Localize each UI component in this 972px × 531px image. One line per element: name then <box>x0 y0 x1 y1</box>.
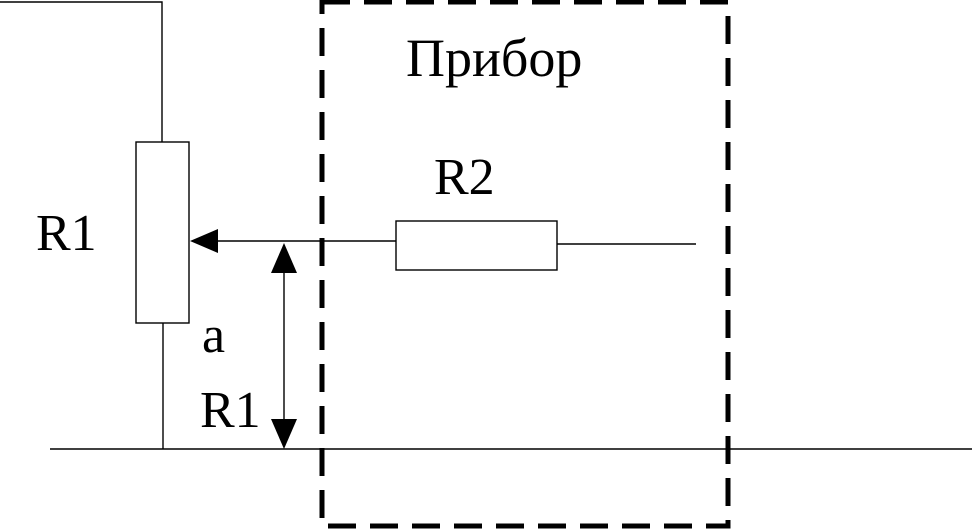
r2-resistor <box>395 220 558 271</box>
a-label: a <box>202 307 225 364</box>
a-r1-label: R1 <box>200 382 261 439</box>
r2-label: R2 <box>434 149 495 206</box>
r1-label: R1 <box>36 205 97 262</box>
device-boundary <box>319 0 731 529</box>
wiper-arrowhead <box>190 229 218 253</box>
r1-resistor <box>135 141 190 324</box>
device-label: Прибор <box>406 28 582 88</box>
dimension-arrowhead-top <box>271 243 297 273</box>
dimension-arrowhead-bottom <box>271 419 297 449</box>
r1-top-wire <box>0 1 163 142</box>
